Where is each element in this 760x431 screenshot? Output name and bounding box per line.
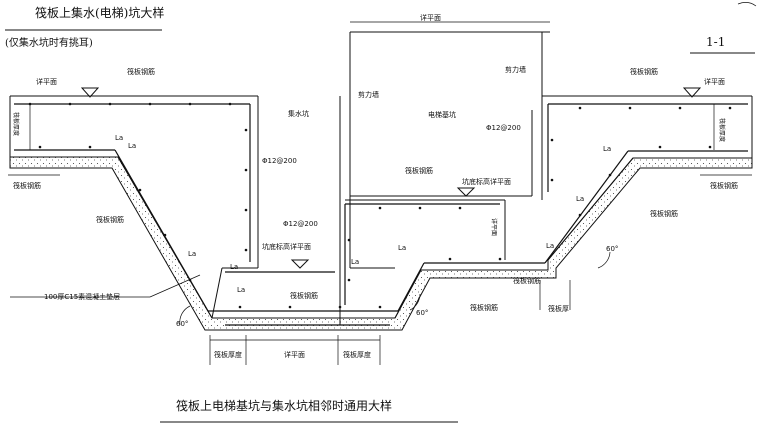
- section-mark: 1-1: [706, 35, 725, 49]
- label-cushion: 100厚C15素混凝土垫层: [44, 292, 120, 301]
- label-raft-rebar-top-left: 筏板钢筋: [127, 67, 155, 76]
- label-angle-right: 60°: [606, 245, 618, 253]
- label-pit-bottom-elev-1: 坑底标高详平面: [262, 242, 311, 251]
- dimension-lines: [8, 21, 752, 365]
- label-raft-thickness-3: 筏板厚: [548, 304, 569, 313]
- label-raft-rebar-lower-mid: 筏板钢筋: [513, 276, 541, 285]
- label-pit-bottom-elev-2: 坑底标高详平面: [462, 177, 511, 186]
- label-raft-rebar-pit-bottom: 筏板钢筋: [290, 291, 318, 300]
- label-raft-rebar-lower-right: 筏板钢筋: [470, 303, 498, 312]
- label-raft-thickness-v-right: 筏板厚度: [718, 118, 726, 142]
- label-la-6: La: [351, 258, 359, 266]
- label-raft-rebar-top-right: 筏板钢筋: [630, 67, 658, 76]
- label-rebar-spec-1: Φ12@200: [262, 157, 297, 165]
- label-angle-left: 60°: [176, 320, 188, 328]
- label-sump-pit: 集水坑: [288, 109, 309, 118]
- label-la-4: La: [230, 263, 238, 271]
- section-arc: [737, 2, 757, 7]
- label-la-2: La: [128, 142, 136, 150]
- label-angle-mid: 60°: [416, 309, 428, 317]
- label-pit-depth-v: 详平面: [490, 218, 498, 236]
- angle-arc-left: [179, 305, 191, 326]
- label-raft-rebar-left: 筏板钢筋: [13, 181, 41, 190]
- label-raft-rebar-slope-left: 筏板钢筋: [96, 215, 124, 224]
- label-detail-plane-right: 详平面: [704, 77, 725, 86]
- cushion-layer: [9, 156, 753, 331]
- label-la-10: La: [603, 145, 611, 153]
- label-detail-plane-bottom: 详平面: [284, 350, 305, 359]
- title-bottom: 筏板上电梯基坑与集水坑相邻时通用大样: [176, 398, 392, 413]
- label-la-8: La: [546, 242, 554, 250]
- label-shear-wall-right: 剪力墙: [505, 65, 526, 74]
- elevation-markers: [80, 87, 702, 269]
- label-la-9: La: [576, 195, 584, 203]
- label-raft-thickness-2: 筏板厚度: [343, 350, 371, 359]
- label-rebar-spec-2: Φ12@200: [486, 124, 521, 132]
- label-raft-rebar-right: 筏板钢筋: [710, 181, 738, 190]
- title-note: (仅集水坑时有挑耳): [5, 36, 93, 49]
- structure-outline: [9, 31, 753, 325]
- label-la-3: La: [188, 250, 196, 258]
- cushion-leader: [149, 274, 201, 298]
- label-la-5: La: [237, 286, 245, 294]
- label-raft-rebar-slope-right: 筏板钢筋: [650, 209, 678, 218]
- label-elevator-pit: 电梯基坑: [428, 110, 456, 119]
- label-raft-rebar-mid: 筏板钢筋: [405, 166, 433, 175]
- label-raft-thickness-v-left: 筏板厚度: [12, 112, 20, 136]
- label-la-7: La: [398, 244, 406, 252]
- label-raft-thickness-1: 筏板厚度: [214, 350, 242, 359]
- title-top-left: 筏板上集水(电梯)坑大样: [35, 5, 164, 20]
- angle-arc-right: [597, 251, 611, 269]
- label-detail-plane-left: 详平面: [36, 77, 57, 86]
- rebar-dots: [28, 102, 732, 309]
- label-shear-wall-left: 剪力墙: [358, 90, 379, 99]
- label-la-1: La: [115, 134, 123, 142]
- label-rebar-spec-3: Φ12@200: [283, 220, 318, 228]
- label-detail-plane-top: 详平面: [420, 13, 441, 22]
- rebar-lines: [14, 103, 748, 326]
- angle-arc-mid: [409, 293, 421, 311]
